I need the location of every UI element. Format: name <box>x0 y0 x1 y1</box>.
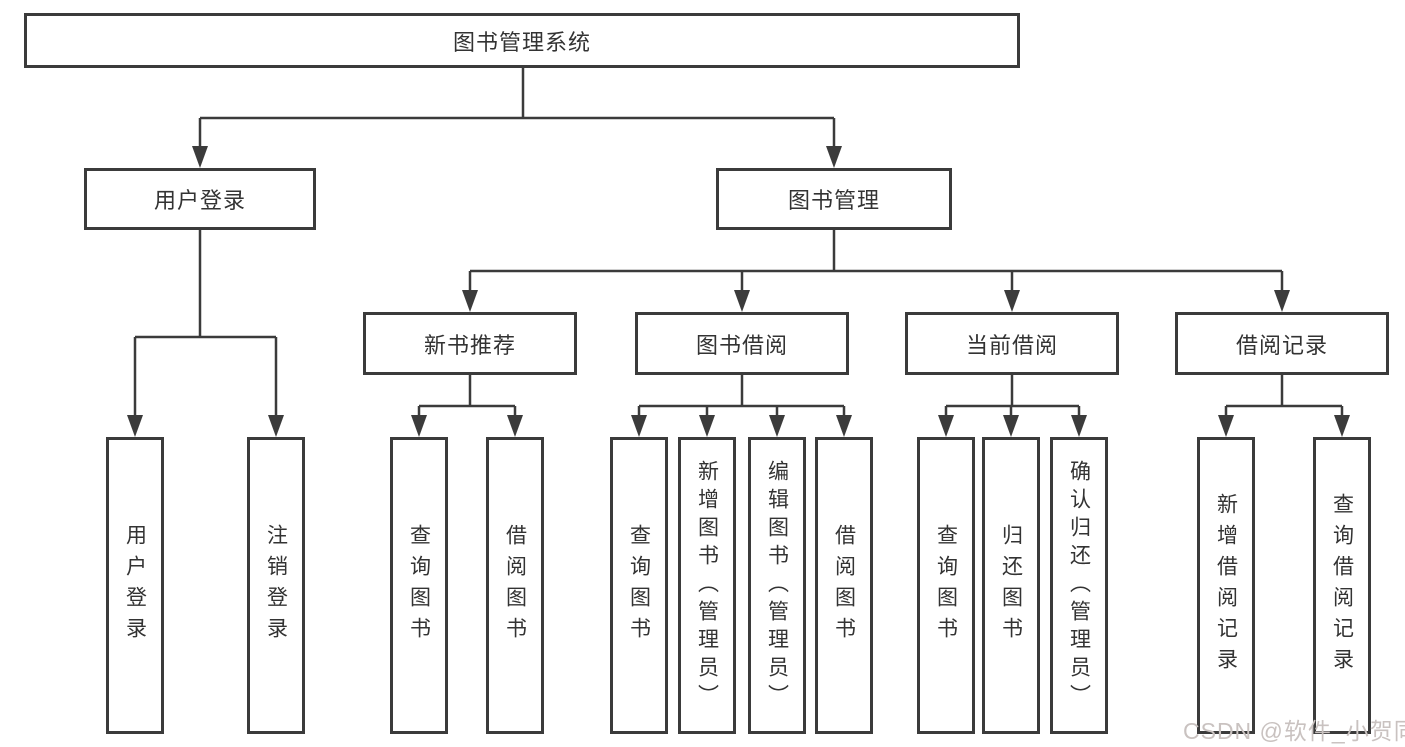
leaf-query-books-recommend: 查询图书 <box>390 437 448 734</box>
leaf-query-books-borrow: 查询图书 <box>610 437 668 734</box>
leaf-add-books-admin: 新增图书（管理员） <box>678 437 736 734</box>
node-borrow-records-label: 借阅记录 <box>1235 332 1328 358</box>
leaf-return-books-label: 归还图书 <box>999 523 1023 648</box>
leaf-logout-login-label: 注销登录 <box>264 523 288 648</box>
node-user-login-label: 用户登录 <box>153 188 246 213</box>
node-current-borrow: 当前借阅 <box>905 312 1119 375</box>
leaf-query-borrow-record: 查询借阅记录 <box>1313 437 1371 734</box>
node-book-borrow: 图书借阅 <box>635 312 849 375</box>
node-root-label: 图书管理系统 <box>452 29 591 55</box>
leaf-borrow-books-label: 借阅图书 <box>832 523 856 648</box>
leaf-query-books-current-label: 查询图书 <box>934 523 958 648</box>
leaf-confirm-return-admin: 确认归还（管理员） <box>1050 437 1108 734</box>
node-book-borrow-label: 图书借阅 <box>695 332 788 358</box>
leaf-user-login: 用户登录 <box>106 437 164 734</box>
leaf-query-books-current: 查询图书 <box>917 437 975 734</box>
node-user-login: 用户登录 <box>84 168 316 230</box>
leaf-borrow-books-recommend: 借阅图书 <box>486 437 544 734</box>
leaf-borrow-books: 借阅图书 <box>815 437 873 734</box>
leaf-query-borrow-record-label: 查询借阅记录 <box>1330 492 1354 679</box>
leaf-confirm-return-admin-label: 确认归还（管理员） <box>1067 459 1091 712</box>
node-new-book-recommend: 新书推荐 <box>363 312 577 375</box>
leaf-edit-books-admin-label: 编辑图书（管理员） <box>765 459 789 712</box>
leaf-add-books-admin-label: 新增图书（管理员） <box>695 459 719 712</box>
leaf-query-books-recommend-label: 查询图书 <box>407 523 431 648</box>
node-new-book-recommend-label: 新书推荐 <box>423 332 516 358</box>
node-borrow-records: 借阅记录 <box>1175 312 1389 375</box>
node-book-management: 图书管理 <box>716 168 952 230</box>
leaf-edit-books-admin: 编辑图书（管理员） <box>748 437 806 734</box>
node-current-borrow-label: 当前借阅 <box>965 332 1058 358</box>
node-root: 图书管理系统 <box>24 13 1020 68</box>
leaf-return-books: 归还图书 <box>982 437 1040 734</box>
leaf-add-borrow-record: 新增借阅记录 <box>1197 437 1255 734</box>
leaf-query-books-borrow-label: 查询图书 <box>627 523 651 648</box>
leaf-borrow-books-recommend-label: 借阅图书 <box>503 523 527 648</box>
watermark: CSDN @软件_小贺同学 <box>1183 718 1405 744</box>
leaf-add-borrow-record-label: 新增借阅记录 <box>1214 492 1238 679</box>
node-book-management-label: 图书管理 <box>787 188 880 213</box>
leaf-user-login-label: 用户登录 <box>123 523 147 648</box>
leaf-logout-login: 注销登录 <box>247 437 305 734</box>
